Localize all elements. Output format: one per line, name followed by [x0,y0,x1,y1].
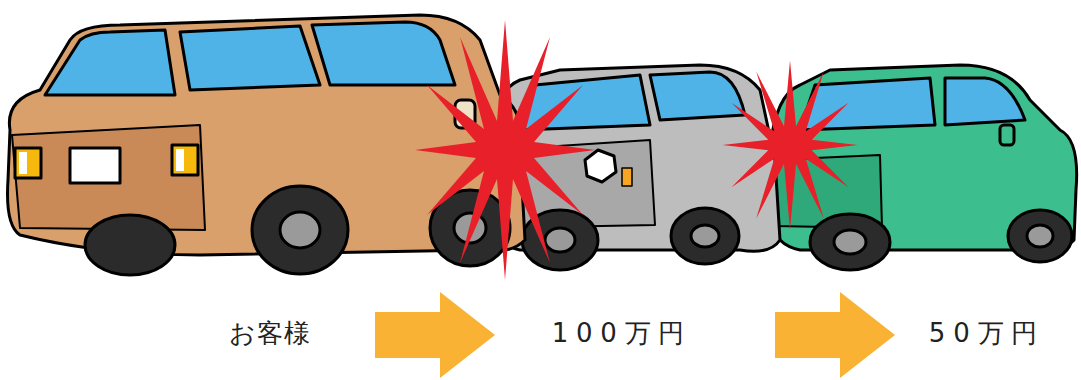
amount-label: 100万円 [552,318,693,349]
amount-label: 50万円 [929,318,1045,349]
impact-burst [415,20,595,280]
flow-arrow [775,292,895,378]
amount-label: お客様 [229,318,312,349]
brown-car [8,15,526,275]
flow-arrow [375,292,495,378]
impact-burst [723,60,858,229]
